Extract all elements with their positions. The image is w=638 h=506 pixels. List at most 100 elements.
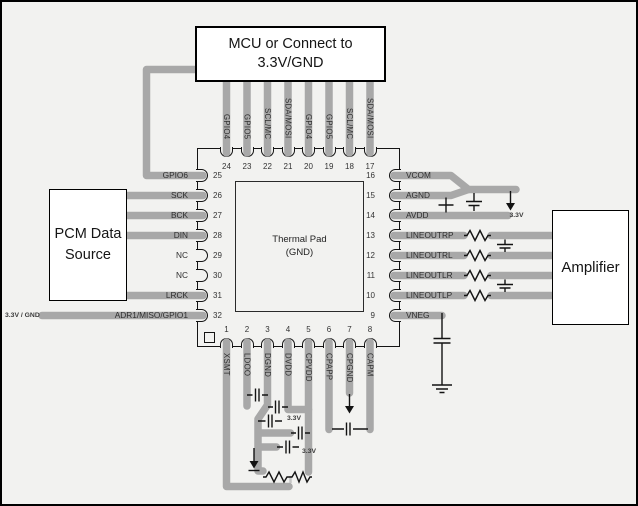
capacitor-ldo-3v3-lower: [277, 440, 299, 454]
pin-number: 3: [265, 324, 270, 334]
pin-number: 28: [213, 230, 222, 240]
resistor-lineoutlr: [464, 268, 491, 283]
capacitor-cpapp-capm: [332, 422, 368, 436]
xsmt-trace: [222, 338, 293, 491]
pin-label: LRCK: [165, 290, 188, 301]
pin-label: GPIO4: [304, 113, 313, 139]
thermal-pad-label-line2: (GND): [285, 246, 314, 258]
pin-label: CPGND: [345, 353, 354, 383]
pin-number: 31: [213, 290, 222, 300]
pin-number: 21: [283, 161, 293, 171]
pin-number: 20: [304, 161, 313, 171]
resistor-bottom-2: [290, 470, 312, 484]
pin-number: 17: [365, 161, 375, 171]
avdd-supply-label: 3.3V: [509, 211, 524, 219]
adr1-supply-label: 3.3V / GND: [5, 311, 40, 319]
pin-number: 9: [370, 310, 375, 320]
pin-scallop-left: [195, 269, 208, 282]
pin-number: 8: [367, 324, 373, 334]
ldo-ground-arrow-icon: [248, 448, 260, 472]
pin-label: LINEOUTLR: [406, 270, 453, 281]
pin-number: 29: [213, 250, 222, 260]
pin-number: 27: [213, 210, 222, 220]
pin-label: AVDD: [406, 210, 429, 221]
pin-label: GPIO4: [222, 113, 231, 139]
pin-scallop-bottom: [261, 337, 274, 348]
pin-scallop-bottom: [343, 337, 356, 348]
pin-scallop-left: [195, 229, 208, 242]
pin-number: 30: [213, 270, 222, 280]
pin-scallop-right: [388, 189, 401, 202]
pcm-box-label-line2: Source: [65, 247, 111, 263]
pin-number: 7: [347, 324, 352, 334]
pin-scallop-right: [388, 269, 401, 282]
mcu-box-label-line2: 3.3V/GND: [257, 55, 324, 71]
pin-label: CAPM: [365, 353, 375, 377]
pin-number: 32: [213, 310, 222, 320]
pin-label: GPIO5: [242, 113, 252, 139]
pin-scallop-right: [388, 309, 401, 322]
pin-label: LDOO: [242, 353, 252, 377]
pin-number: 2: [244, 324, 250, 334]
pin-label: LINEOUTLP: [406, 290, 453, 301]
pin-number: 15: [366, 190, 375, 200]
pin-number: 10: [366, 290, 375, 300]
pin-label: AGND: [406, 190, 430, 201]
pin-label: LINEOUTRL: [406, 250, 453, 261]
amplifier-box: Amplifier: [552, 210, 629, 325]
pin-scallop-left: [195, 209, 208, 222]
capacitor-dgnd-dvdd: [268, 400, 288, 414]
pin-label: VNEG: [406, 310, 430, 321]
pin-label: ADR1/MISO/GPIO1: [114, 310, 188, 321]
pin-label: GPIO6: [162, 170, 188, 181]
gpio6-trace: [142, 65, 207, 180]
pin-scallop-left: [195, 309, 208, 322]
ldo-supply-label-lower: 3.3V: [302, 447, 316, 455]
pin-number: 19: [324, 161, 334, 171]
mcu-box: MCU or Connect to 3.3V/GND: [195, 26, 386, 82]
pin-number: 23: [242, 161, 252, 171]
lineout-traces: [390, 231, 558, 300]
resistor-lineoutlp: [464, 288, 491, 303]
pin-number: 12: [366, 250, 375, 260]
thermal-pad: Thermal Pad (GND): [235, 181, 364, 312]
capacitor-ldoo-dgnd: [247, 388, 268, 402]
pcm-box-label-line1: PCM Data: [54, 226, 122, 242]
pin-scallop-left: [195, 249, 208, 262]
pin-number: 1: [224, 324, 229, 334]
pin-number: 22: [263, 161, 272, 171]
pin-scallop-right: [388, 289, 401, 302]
thermal-pad-label-line1: Thermal Pad: [272, 234, 327, 245]
pcm-traces: [123, 191, 207, 300]
pin-scallop-bottom: [363, 337, 377, 348]
pin-label: XSMT: [222, 353, 231, 376]
pin-scallop-right: [388, 209, 401, 222]
pin-label: SDA/MOSI: [283, 98, 293, 139]
pin-number: 6: [326, 324, 332, 334]
capacitor-vneg: [433, 313, 451, 385]
pin-number: 14: [366, 210, 375, 220]
capacitor-agnd: [466, 193, 482, 211]
pin-number: 25: [213, 170, 222, 180]
pin-scallop-right: [388, 169, 401, 182]
pin-label: BCK: [170, 210, 188, 221]
pin-label: LINEOUTRP: [406, 230, 454, 241]
capacitor-lineout-r: [497, 239, 513, 252]
pin-scallop-left: [195, 189, 208, 202]
amplifier-box-label: Amplifier: [561, 259, 620, 276]
pin-number: 5: [306, 324, 311, 334]
pin-label: SCK: [170, 190, 188, 201]
pin-number: 13: [366, 230, 375, 240]
pin-label: DIN: [173, 230, 188, 241]
ldo-supply-label-upper: 3.3V: [287, 414, 301, 422]
pin-label: NC: [176, 250, 188, 261]
pin-label: DVDD: [283, 353, 293, 377]
pin-label: SDA/MOSI: [365, 98, 375, 139]
pin-number: 18: [345, 161, 354, 171]
pin-label: CPVDD: [304, 353, 313, 382]
pin-scallop-bottom: [302, 337, 315, 348]
vneg-earth-ground-icon: [432, 384, 452, 394]
pin-label: SCL/MC: [263, 107, 272, 139]
capacitor-agnd-polar: [438, 197, 454, 213]
